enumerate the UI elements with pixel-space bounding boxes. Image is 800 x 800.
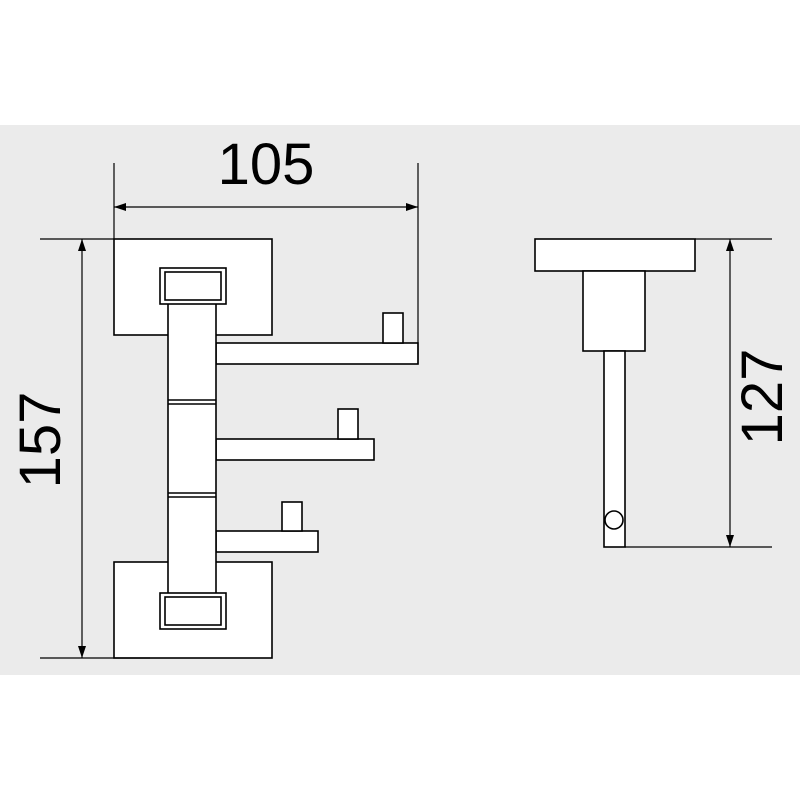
bottom-mount-block: [159, 592, 227, 630]
side-wall-plate: [534, 238, 696, 272]
top-mount-block: [159, 267, 227, 305]
arm-middle: [215, 438, 375, 461]
bottom-mount-inner: [164, 596, 222, 626]
hook-bottom: [281, 501, 303, 532]
front-view: 105 157: [8, 132, 419, 659]
side-view: 127: [534, 238, 795, 548]
side-pivot-circle: [604, 510, 624, 530]
depth-dimension-label: 127: [730, 349, 795, 446]
arm-bottom: [215, 530, 319, 553]
top-mount-inner: [164, 271, 222, 301]
height-dimension-label: 157: [8, 392, 73, 489]
arm-top: [215, 342, 419, 365]
width-dimension-label: 105: [218, 132, 315, 197]
side-arm: [603, 350, 626, 548]
side-mount-block: [582, 270, 646, 352]
pivot-pole: [167, 299, 217, 597]
hook-top: [382, 312, 404, 344]
hook-middle: [337, 408, 359, 440]
